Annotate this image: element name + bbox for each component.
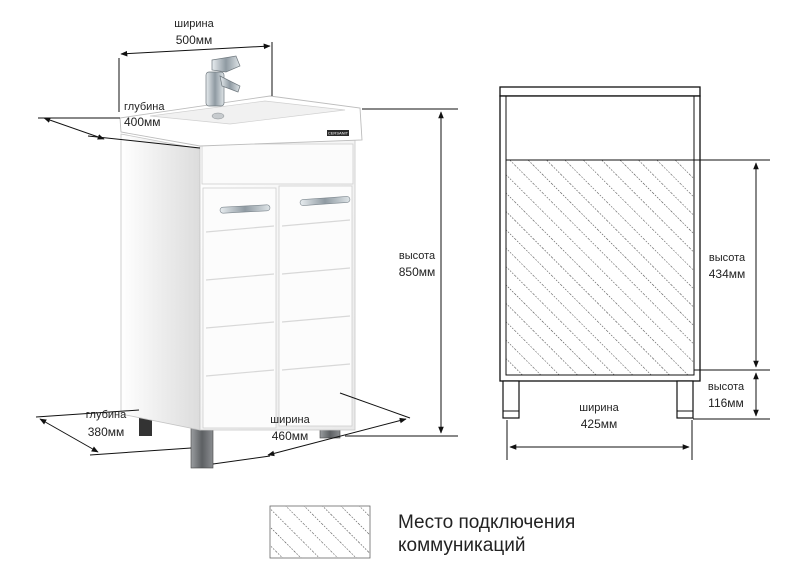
- dim-width-bottom-value: 460мм: [272, 429, 309, 443]
- legend-hatch-swatch: [269, 505, 371, 559]
- dim-schematic-width-value: 425мм: [581, 417, 618, 431]
- dim-depth-bottom-label: глубина: [86, 409, 127, 421]
- schematic-front-view: [499, 86, 701, 419]
- dim-width-bottom-line: [267, 417, 407, 457]
- vanity-cabinet-illustration: CERSANIT: [119, 55, 363, 469]
- leg-front-left: [190, 423, 214, 469]
- brand-badge: [327, 130, 349, 136]
- dim-depth-bottom-line: [39, 418, 99, 453]
- dim-height-label: высота: [399, 250, 436, 262]
- dim-depth-bottom-value: 380мм: [88, 425, 125, 439]
- schematic-leg-left: [502, 380, 520, 419]
- cabinet-door-right: [278, 185, 353, 427]
- dim-schematic-width-label: ширина: [579, 402, 619, 414]
- door-handle-right: [299, 196, 351, 206]
- brand-badge-text: CERSANIT: [328, 131, 349, 136]
- schematic-dimension-lines: [506, 159, 770, 460]
- dim-width-top-line: [120, 43, 271, 57]
- dim-leg-height-value: 116мм: [708, 396, 744, 410]
- schematic-leg-right: [676, 380, 694, 419]
- dim-connection-height-value: 434мм: [709, 267, 746, 281]
- legend-line-1: Место подключения: [398, 512, 576, 533]
- schematic-top-plate: [499, 86, 701, 97]
- basin-drain: [211, 112, 225, 120]
- washbasin-bowl: [149, 100, 346, 125]
- cabinet-drawer: [201, 143, 354, 185]
- cabinet-door-left: [202, 187, 277, 429]
- dim-height-value: 850мм: [399, 265, 436, 279]
- door-panel-grooves: [205, 219, 351, 377]
- dim-depth-top-label: глубина: [124, 101, 165, 113]
- legend-caption: Место подключения коммуникаций: [398, 511, 575, 557]
- faucet: [205, 55, 241, 107]
- dim-depth-top-line: [43, 117, 105, 140]
- photo-dimension-lines: [35, 42, 458, 465]
- dim-leg-height-label: высота: [708, 381, 745, 393]
- dim-width-top-label: ширина: [174, 18, 214, 30]
- legend-line-2: коммуникаций: [398, 535, 526, 556]
- dim-depth-top-value: 400мм: [124, 115, 161, 129]
- dim-connection-height-label: высота: [709, 252, 746, 264]
- door-handle-left: [219, 204, 271, 214]
- dim-width-top-value: 500мм: [176, 33, 213, 47]
- connection-zone-hatched: [505, 159, 695, 376]
- cabinet-side-panel: [120, 133, 201, 431]
- dim-width-bottom-label: ширина: [270, 414, 310, 426]
